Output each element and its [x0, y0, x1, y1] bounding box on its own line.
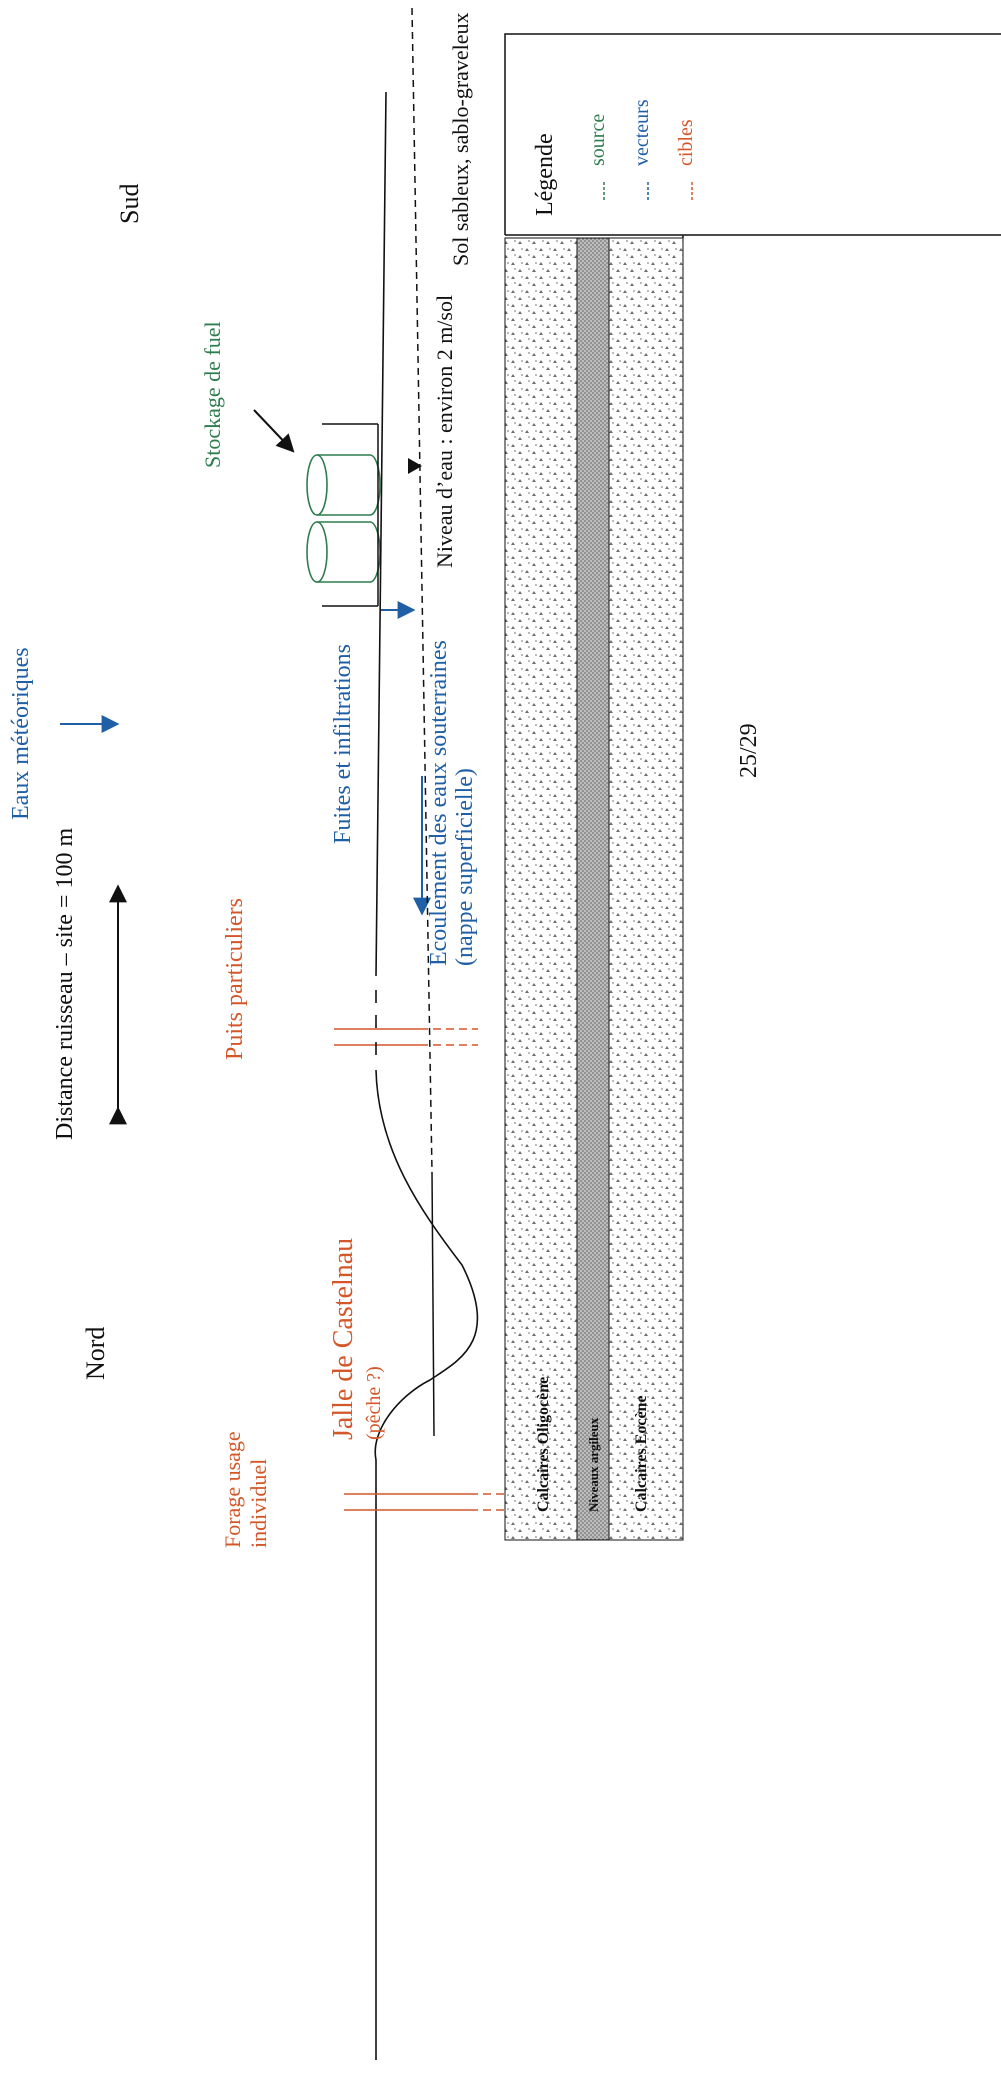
- legend-item-targets: cibles: [675, 119, 697, 166]
- rain-label: Eaux météoriques: [8, 647, 34, 820]
- north-label: Nord: [81, 1327, 110, 1380]
- borehole-label-line2: individuel: [246, 1459, 271, 1548]
- page-number: 25/29: [736, 723, 762, 778]
- south-label: Sud: [115, 184, 144, 224]
- wells-pipes: [334, 1028, 478, 1046]
- legend-title: Légende: [532, 133, 558, 216]
- legend-item-vectors: vecteurs: [631, 99, 653, 166]
- legend-item-source: source: [587, 114, 609, 166]
- stream-label-line1: Jalle de Castelnau: [328, 1238, 359, 1440]
- distance-label: Distance ruisseau – site = 100 m: [52, 828, 78, 1140]
- soil-label: Sol sableux, sablo-graveleux: [448, 12, 473, 266]
- fuel-tank-1: [306, 454, 381, 516]
- storage-bracket: [322, 423, 379, 607]
- layer-eocene: [608, 237, 684, 1541]
- storage-label: Stockage de fuel: [200, 321, 225, 468]
- layer-oligocene: [504, 237, 578, 1541]
- storage-pointer-arrow: [253, 409, 295, 453]
- flow-label-line2: (nappe superficielle): [452, 768, 478, 966]
- geological-layers: [504, 237, 684, 1541]
- stream-label-line2: (pêche ?): [363, 1366, 385, 1440]
- borehole-label-line1: Forage usage: [220, 1431, 245, 1548]
- layer-label-oligocene: Calcaires Oligocène: [535, 1377, 552, 1512]
- water-table-line: [411, 7, 433, 1173]
- fuel-tank-2: [306, 521, 381, 583]
- wells-label: Puits particuliers: [222, 898, 248, 1060]
- leaks-label: Fuites et infiltrations: [330, 644, 356, 844]
- flow-label-line1: Ecoulement des eaux souterraines: [426, 640, 452, 966]
- water-level-label: Niveau d’eau : environ 2 m/sol: [432, 295, 457, 568]
- legend: Légende source vecteurs cibles: [504, 33, 1001, 238]
- layer-label-eocene: Calcaires Eocène: [633, 1395, 650, 1512]
- water-level-marker: [408, 458, 422, 474]
- layer-label-clay: Niveaux argileux: [586, 1417, 601, 1512]
- ground-surface-line: [374, 91, 479, 2060]
- legend-box: [504, 33, 1001, 238]
- layer-clay: [576, 237, 610, 1541]
- stream-bed-line: [431, 1171, 435, 1437]
